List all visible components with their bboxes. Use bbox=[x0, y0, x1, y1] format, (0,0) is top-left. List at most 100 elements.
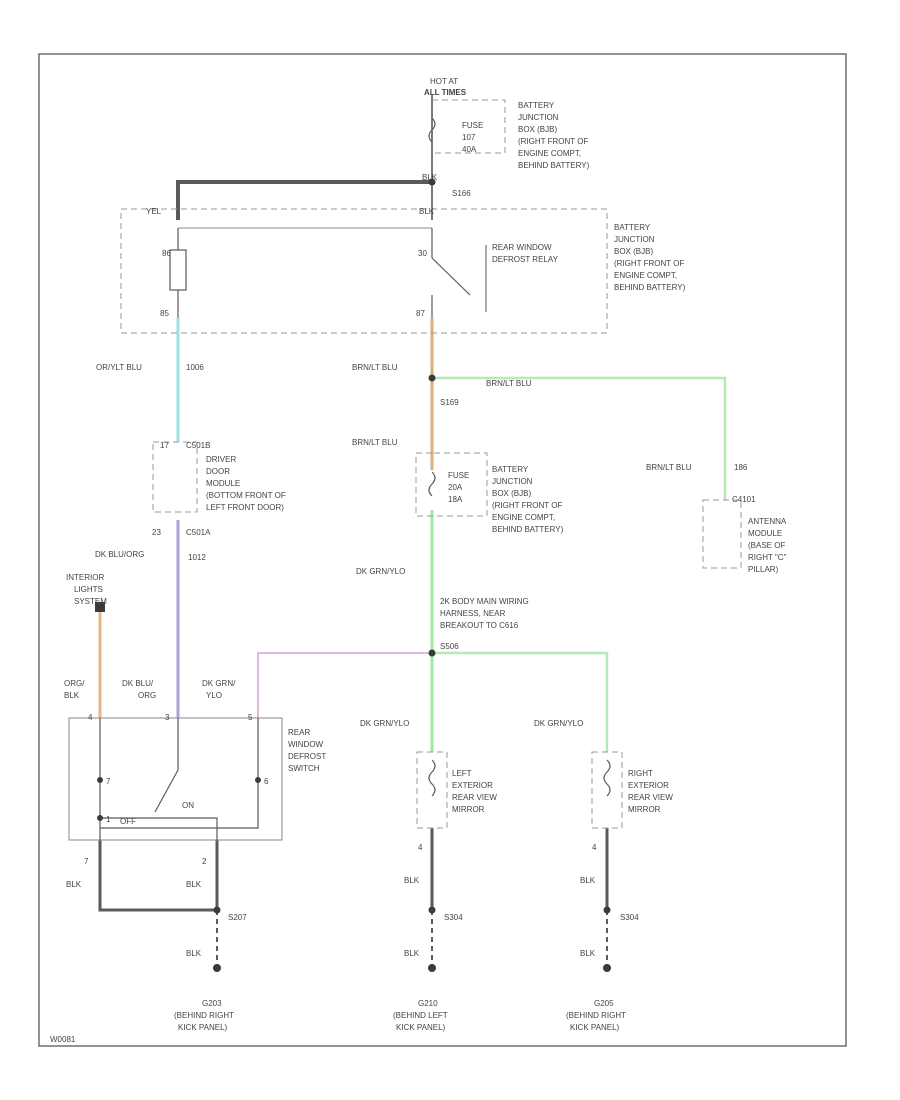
right-mirror-name-3: REAR VIEW bbox=[628, 793, 673, 802]
center-wire2: BRN/LT BLU bbox=[352, 438, 398, 447]
switch-on-path bbox=[100, 800, 259, 829]
all-times-label: ALL TIMES bbox=[424, 88, 467, 97]
ddm-pin-bottom: 23 bbox=[152, 528, 161, 537]
bjb-top-3: BOX (BJB) bbox=[518, 125, 557, 134]
bjb-relay-5: ENGINE COMPT, bbox=[614, 271, 677, 280]
relay-coil bbox=[169, 249, 187, 291]
fuse-107-number: 107 bbox=[462, 133, 476, 142]
right-mirror-wire-out: BLK bbox=[580, 876, 596, 885]
antenna-wire-label: BRN/LT BLU bbox=[646, 463, 692, 472]
right-mirror-box bbox=[591, 751, 623, 829]
fuse-20a-symbol bbox=[428, 471, 436, 497]
relay-pin-right-top: BLK bbox=[419, 207, 435, 216]
wire-battery-feed bbox=[176, 180, 432, 220]
ddm-name-5: LEFT FRONT DOOR) bbox=[206, 503, 284, 512]
left-mirror-wire-out: BLK bbox=[404, 876, 420, 885]
harness-3: BREAKOUT TO C616 bbox=[440, 621, 519, 630]
wire-antenna-branch bbox=[432, 376, 727, 500]
bjb-fuse-outline bbox=[432, 99, 506, 154]
lighting-source bbox=[95, 602, 105, 612]
relay-contact-arm bbox=[431, 257, 471, 296]
switch-pin-out-left: 7 bbox=[84, 857, 89, 866]
switch-pin-5-label: 5 bbox=[248, 713, 253, 722]
ground-g205: G205 bbox=[594, 999, 614, 1008]
antenna-name-5: PILLAR) bbox=[748, 565, 779, 574]
bjb-center-5: ENGINE COMPT, bbox=[492, 513, 555, 522]
switch-pin-out-right: 2 bbox=[202, 857, 207, 866]
ground-g205-loc-1: (BEHIND RIGHT bbox=[566, 1011, 626, 1020]
left-mirror-wire: DK GRN/YLO bbox=[360, 719, 409, 728]
switch-wire-a: ORG/ bbox=[64, 679, 85, 688]
relay-pin-85: 85 bbox=[160, 309, 169, 318]
left-mirror-name-4: MIRROR bbox=[452, 805, 485, 814]
splice-s166 bbox=[428, 178, 436, 186]
left-mirror-name-2: EXTERIOR bbox=[452, 781, 493, 790]
switch-name-4: SWITCH bbox=[288, 764, 320, 773]
bjb-top-1: BATTERY bbox=[518, 101, 555, 110]
harness-1: 2K BODY MAIN WIRING bbox=[440, 597, 529, 606]
switch-wire-a2: BLK bbox=[64, 691, 80, 700]
antenna-name-1: ANTENNA bbox=[748, 517, 787, 526]
lighting-3: SYSTEM bbox=[74, 597, 107, 606]
relay-pin-30: 30 bbox=[418, 249, 427, 258]
bjb-center-2: JUNCTION bbox=[492, 477, 533, 486]
switch-name-2: WINDOW bbox=[288, 740, 324, 749]
ddm-wire-out: DK BLU/ORG bbox=[95, 550, 144, 559]
left-mirror-box bbox=[416, 751, 448, 829]
splice-s207 bbox=[213, 906, 221, 914]
ddm-name-3: MODULE bbox=[206, 479, 240, 488]
center-wire3: DK GRN/YLO bbox=[356, 567, 405, 576]
wire-switch-feed bbox=[257, 652, 432, 718]
ground-g203: G203 bbox=[202, 999, 222, 1008]
footer-code: W0081 bbox=[50, 1035, 76, 1044]
switch-pin-4-label: 4 bbox=[88, 713, 93, 722]
switch-pin-6-node bbox=[255, 777, 261, 783]
ground-g205-loc-2: KICK PANEL) bbox=[570, 1023, 620, 1032]
antenna-circuit: 186 bbox=[734, 463, 748, 472]
left-mirror-name-1: LEFT bbox=[452, 769, 472, 778]
ground-g210-loc-1: (BEHIND LEFT bbox=[393, 1011, 448, 1020]
switch-pin-1-node bbox=[97, 815, 103, 821]
switch-wire-gnd: BLK bbox=[186, 949, 202, 958]
splice-s304-left bbox=[428, 906, 436, 914]
fuse-107-label: FUSE bbox=[462, 121, 483, 130]
lighting-2: LIGHTS bbox=[74, 585, 103, 594]
ddm-connector: C501B bbox=[186, 441, 210, 450]
diagram-frame bbox=[38, 53, 847, 1047]
relay-pin-87: 87 bbox=[416, 309, 425, 318]
lighting-1: INTERIOR bbox=[66, 573, 104, 582]
right-mirror-name-1: RIGHT bbox=[628, 769, 653, 778]
relay-pin-86: 86 bbox=[162, 249, 171, 258]
bjb-relay-6: BEHIND BATTERY) bbox=[614, 283, 686, 292]
harness-4: S506 bbox=[440, 642, 459, 651]
bjb-relay-2: JUNCTION bbox=[614, 235, 655, 244]
bjb-relay-4: (RIGHT FRONT OF bbox=[614, 259, 684, 268]
left-mirror-wire-gnd: BLK bbox=[404, 949, 420, 958]
ground-g203-loc-1: (BEHIND RIGHT bbox=[174, 1011, 234, 1020]
switch-pin-6-label: 6 bbox=[264, 777, 269, 786]
relay-box bbox=[120, 208, 608, 334]
bjb-top-5: ENGINE COMPT, bbox=[518, 149, 581, 158]
bjb-center-1: BATTERY bbox=[492, 465, 529, 474]
bjb-relay-3: BOX (BJB) bbox=[614, 247, 653, 256]
bjb-center-3: BOX (BJB) bbox=[492, 489, 531, 498]
bjb-center-4: (RIGHT FRONT OF bbox=[492, 501, 562, 510]
nodes bbox=[95, 178, 611, 972]
ground-g203-node bbox=[213, 964, 221, 972]
ddm-circuit-out: 1012 bbox=[188, 553, 206, 562]
right-mirror-wire: DK GRN/YLO bbox=[534, 719, 583, 728]
right-mirror-heater bbox=[603, 759, 611, 797]
relay-name-1: REAR WINDOW bbox=[492, 243, 552, 252]
switch-wire-b: DK BLU/ bbox=[122, 679, 154, 688]
ground-g210-node bbox=[428, 964, 436, 972]
switch-pin-7-label: 7 bbox=[106, 777, 111, 786]
bjb-top-4: (RIGHT FRONT OF bbox=[518, 137, 588, 146]
right-mirror-name-4: MIRROR bbox=[628, 805, 661, 814]
center-splice: S169 bbox=[440, 398, 459, 407]
ddm-name-2: DOOR bbox=[206, 467, 230, 476]
fuse-107-amps: 40A bbox=[462, 145, 477, 154]
ddm-box bbox=[152, 441, 198, 513]
switch-pin-1-label: 1 bbox=[106, 815, 111, 824]
bjb-fuse-20a-outline bbox=[415, 452, 488, 517]
right-mirror-splice: S304 bbox=[620, 913, 639, 922]
